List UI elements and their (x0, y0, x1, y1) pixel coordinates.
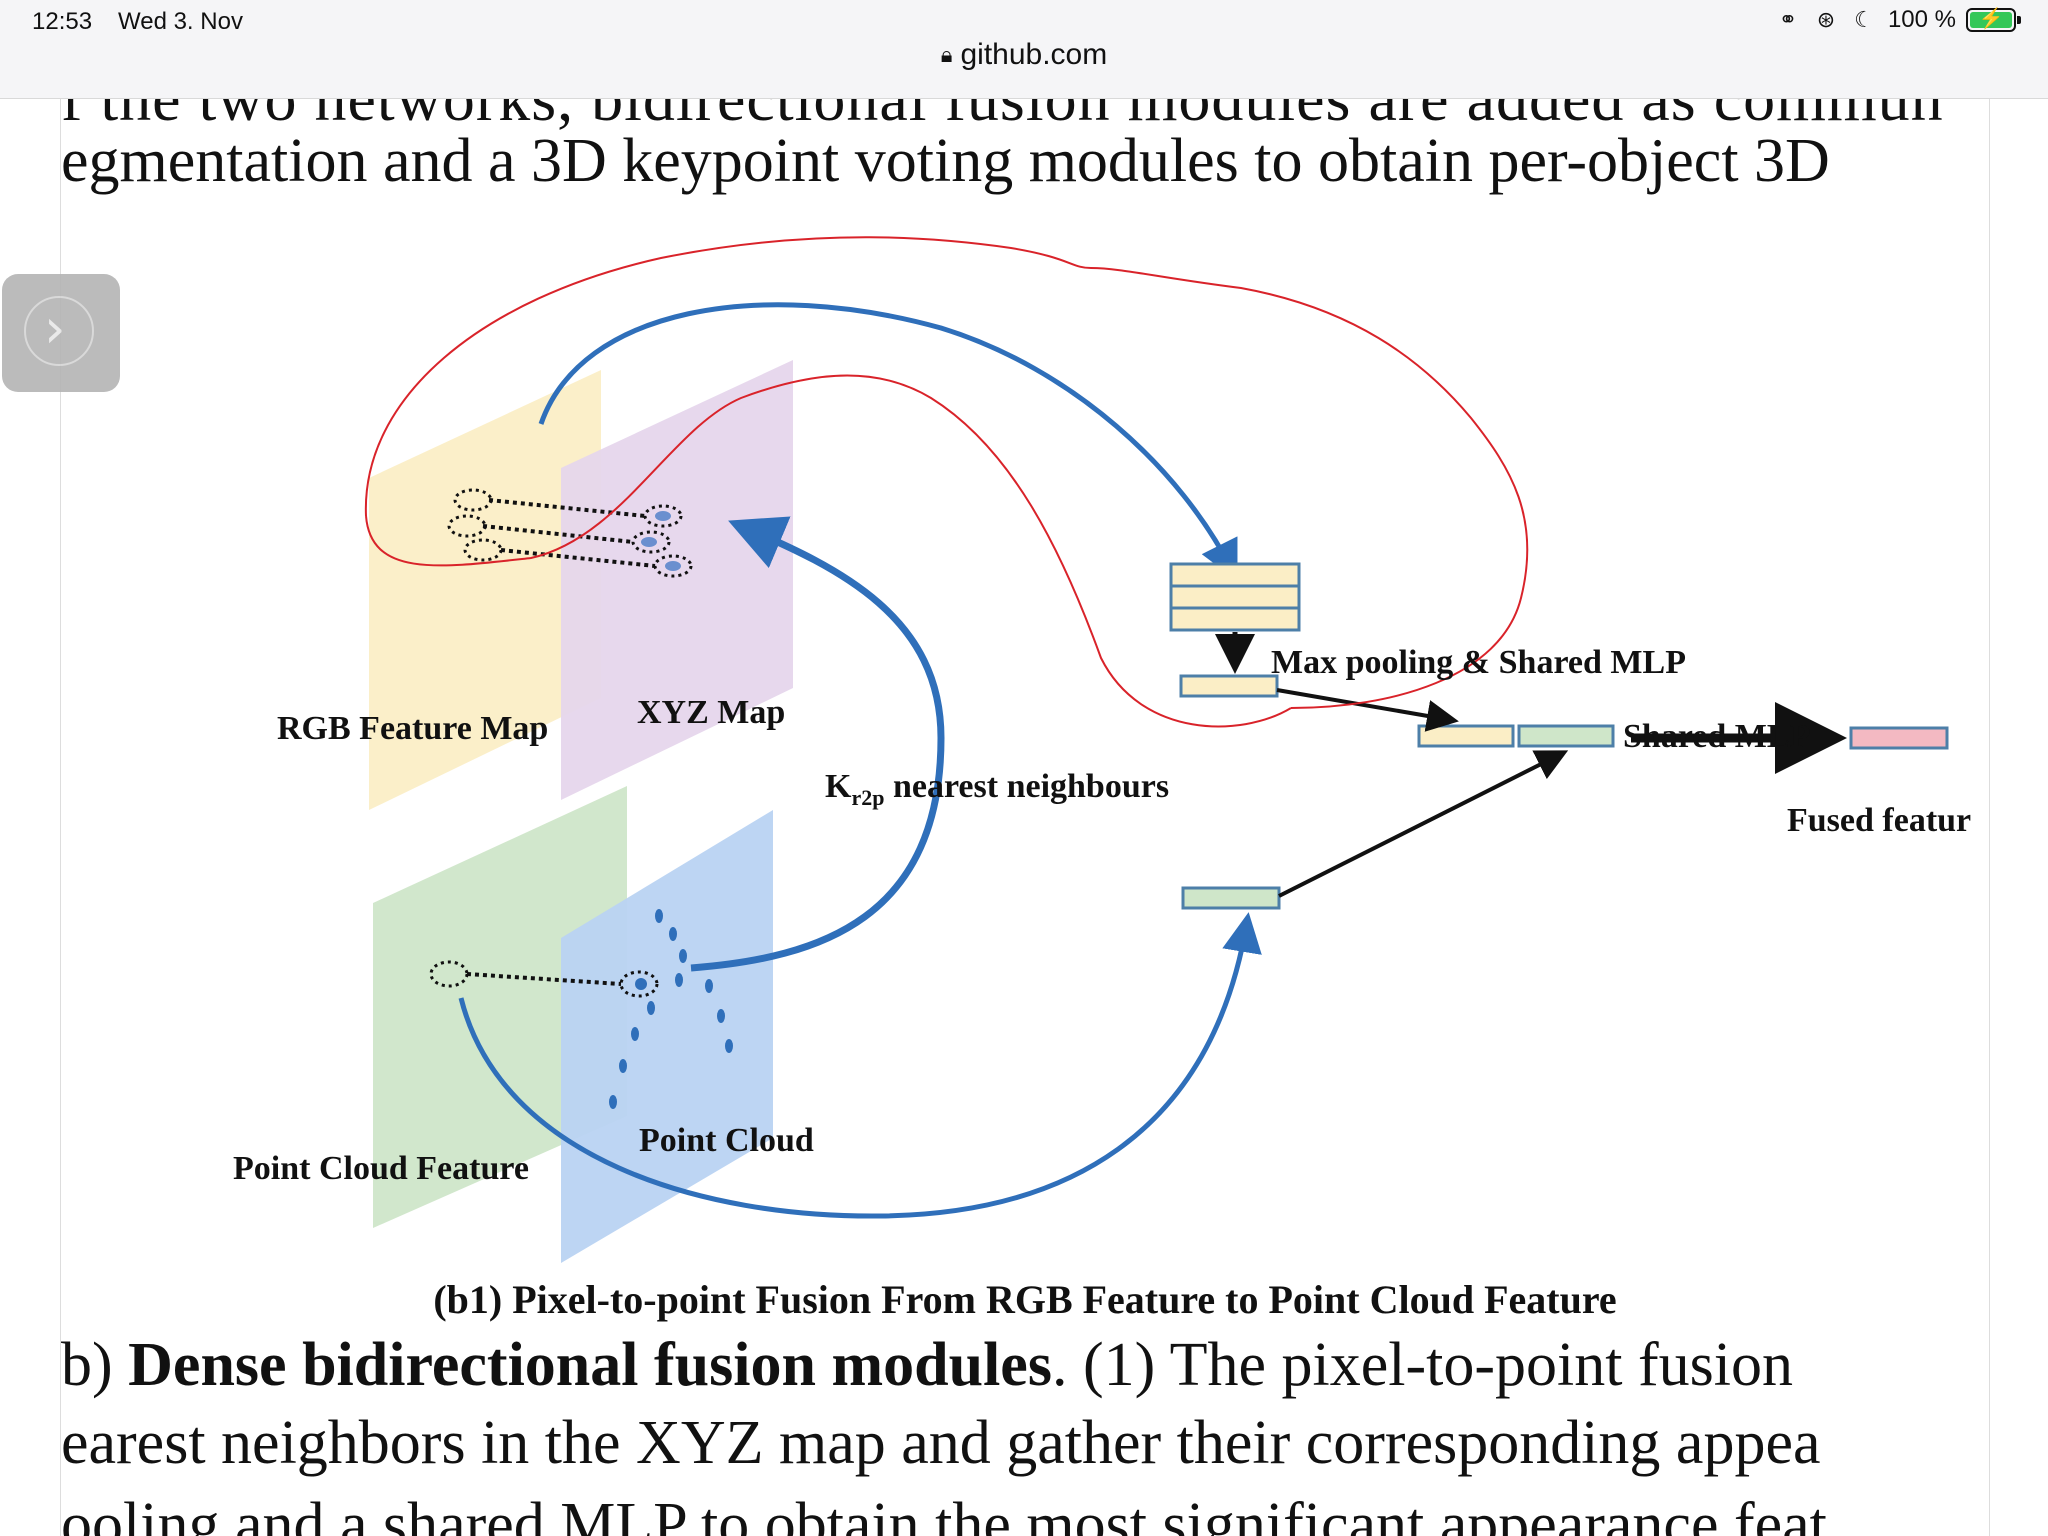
status-time: 12:53 (32, 8, 93, 35)
label-max-pooling: Max pooling & Shared MLP (1271, 644, 1686, 681)
neighbour-links (482, 498, 656, 568)
pc-link (466, 972, 622, 986)
red-annotation-outer (364, 236, 1529, 709)
concat-pc (1517, 724, 1615, 748)
rgb-feature-plane (369, 370, 601, 810)
label-point-cloud-feature: Point Cloud Feature (233, 1150, 529, 1187)
fused-feature-vector (1849, 726, 1949, 750)
label-point-cloud: Point Cloud (639, 1122, 814, 1159)
point-cloud-points (609, 909, 733, 1109)
body-line-3: ooling and a shared MLP to obtain the mo… (61, 1491, 1827, 1536)
body-line-1: b) Dense bidirectional fusion modules. (… (61, 1331, 1793, 1399)
pooled-feature (1179, 674, 1279, 698)
blue-arrow-knn (690, 516, 945, 972)
battery-percent: 100 % (1887, 6, 1956, 33)
to-concat-bottom (1278, 750, 1569, 898)
label-knn: Kr2p nearest neighbours (825, 768, 1170, 810)
fusion-figure (364, 236, 1949, 1263)
battery-icon: ⚡ (1966, 8, 2021, 32)
pc-plane (561, 810, 773, 1263)
chevron-right-icon: › (44, 297, 66, 360)
status-date: Wed 3. Nov (118, 8, 243, 35)
text-line: egmentation and a 3D keypoint voting mod… (61, 127, 1830, 195)
lock-icon: 🔒︎ (940, 42, 953, 67)
orientation-lock-icon: ⊛ (1816, 7, 1836, 32)
link-icon: ⚭ (1778, 7, 1798, 32)
side-expand-button[interactable]: › (2, 274, 120, 392)
figure-caption: (b1) Pixel-to-point Fusion From RGB Feat… (433, 1277, 1617, 1322)
to-concat-top (1276, 688, 1459, 732)
body-line-2: earest neighbors in the XYZ map and gath… (61, 1409, 1821, 1477)
text-line-partial: f the two networks, bidirectional fusion… (61, 98, 1944, 134)
status-bar: 12:53 Wed 3. Nov ⚭ ⊛ ☾ 100 % ⚡ 🔒︎ github.… (0, 0, 2048, 99)
label-rgb-feature-map: RGB Feature Map (277, 710, 549, 747)
gathered-features (1169, 562, 1301, 632)
url-text: github.com (960, 38, 1108, 71)
blue-arrow-top (538, 302, 1238, 581)
document-page: f the two networks, bidirectional fusion… (60, 98, 1990, 1536)
concat-rgb (1417, 724, 1515, 748)
xyz-points (641, 511, 681, 571)
label-fused-feature: Fused featur (1787, 802, 1972, 839)
xyz-plane (561, 360, 793, 800)
status-indicators: ⚭ ⊛ ☾ 100 % ⚡ (1774, 6, 2021, 34)
red-annotation-inner (365, 374, 1292, 728)
moon-icon: ☾ (1854, 7, 1874, 32)
label-xyz-map: XYZ Map (637, 694, 786, 731)
pc-feature-vector (1181, 886, 1281, 910)
blue-arrow-bottom (458, 912, 1262, 1219)
address-bar[interactable]: 🔒︎ github.com (0, 38, 2048, 72)
label-shared-mlp: Shared MLP (1623, 718, 1811, 755)
